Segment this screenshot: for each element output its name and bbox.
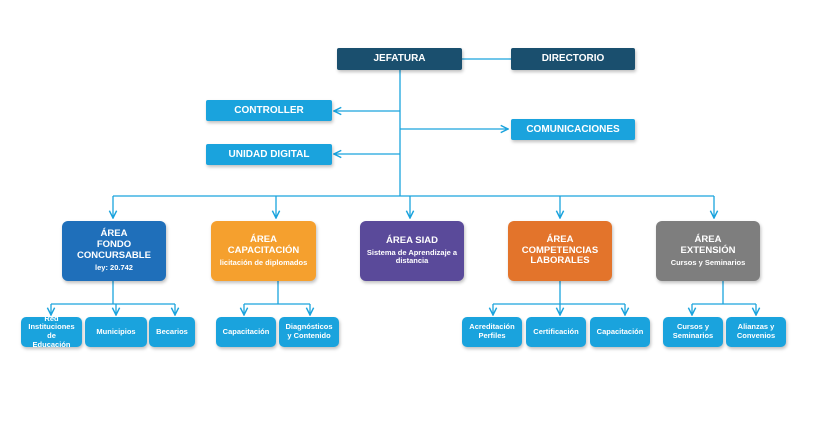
leaf-diagnosticos: Diagnósticos y Contenido (279, 317, 339, 347)
leaf-becarios: Becarios (149, 317, 195, 347)
leaf-certificacion: Certificación (526, 317, 586, 347)
area-subtitle: Cursos y Seminarios (670, 257, 746, 267)
area-title: ÁREA CAPACITACIÓN (227, 233, 300, 256)
area-siad: ÁREA SIAD Sistema de Aprendizaje a dista… (360, 221, 464, 281)
area-subtitle: Sistema de Aprendizaje a distancia (366, 247, 458, 266)
leaf-alianzas-convenios: Alianzas y Convenios (726, 317, 786, 347)
area-subtitle: licitación de diplomados (219, 257, 308, 267)
leaf-cursos-seminarios: Cursos y Seminarios (663, 317, 723, 347)
leaf-acreditacion-perfiles: Acreditación Perfiles (462, 317, 522, 347)
area-extension: ÁREA EXTENSIÓN Cursos y Seminarios (656, 221, 760, 281)
leaf-capacitacion-competencias: Capacitación (590, 317, 650, 347)
controller-box: CONTROLLER (206, 100, 332, 121)
comunicaciones-box: COMUNICACIONES (511, 119, 635, 140)
leaf-red-instituciones: Red Instituciones de Educación (21, 314, 82, 348)
area-title: ÁREA SIAD (386, 234, 438, 246)
leaf-municipios: Municipios (85, 317, 147, 347)
directorio-box: DIRECTORIO (511, 48, 635, 70)
unidad-digital-box: UNIDAD DIGITAL (206, 144, 332, 165)
jefatura-box: JEFATURA (337, 48, 462, 70)
area-title: ÁREA FONDO CONCURSABLE (77, 228, 151, 262)
area-capacitacion: ÁREA CAPACITACIÓN licitación de diplomad… (211, 221, 316, 281)
area-title: ÁREA COMPETENCIAS LABORALES (521, 233, 599, 267)
area-fondo-concursable: ÁREA FONDO CONCURSABLE ley: 20.742 (62, 221, 166, 281)
leaf-capacitacion: Capacitación (216, 317, 276, 347)
area-subtitle: ley: 20.742 (95, 263, 133, 273)
area-competencias-laborales: ÁREA COMPETENCIAS LABORALES (508, 221, 612, 281)
area-title: ÁREA EXTENSIÓN (680, 233, 736, 256)
